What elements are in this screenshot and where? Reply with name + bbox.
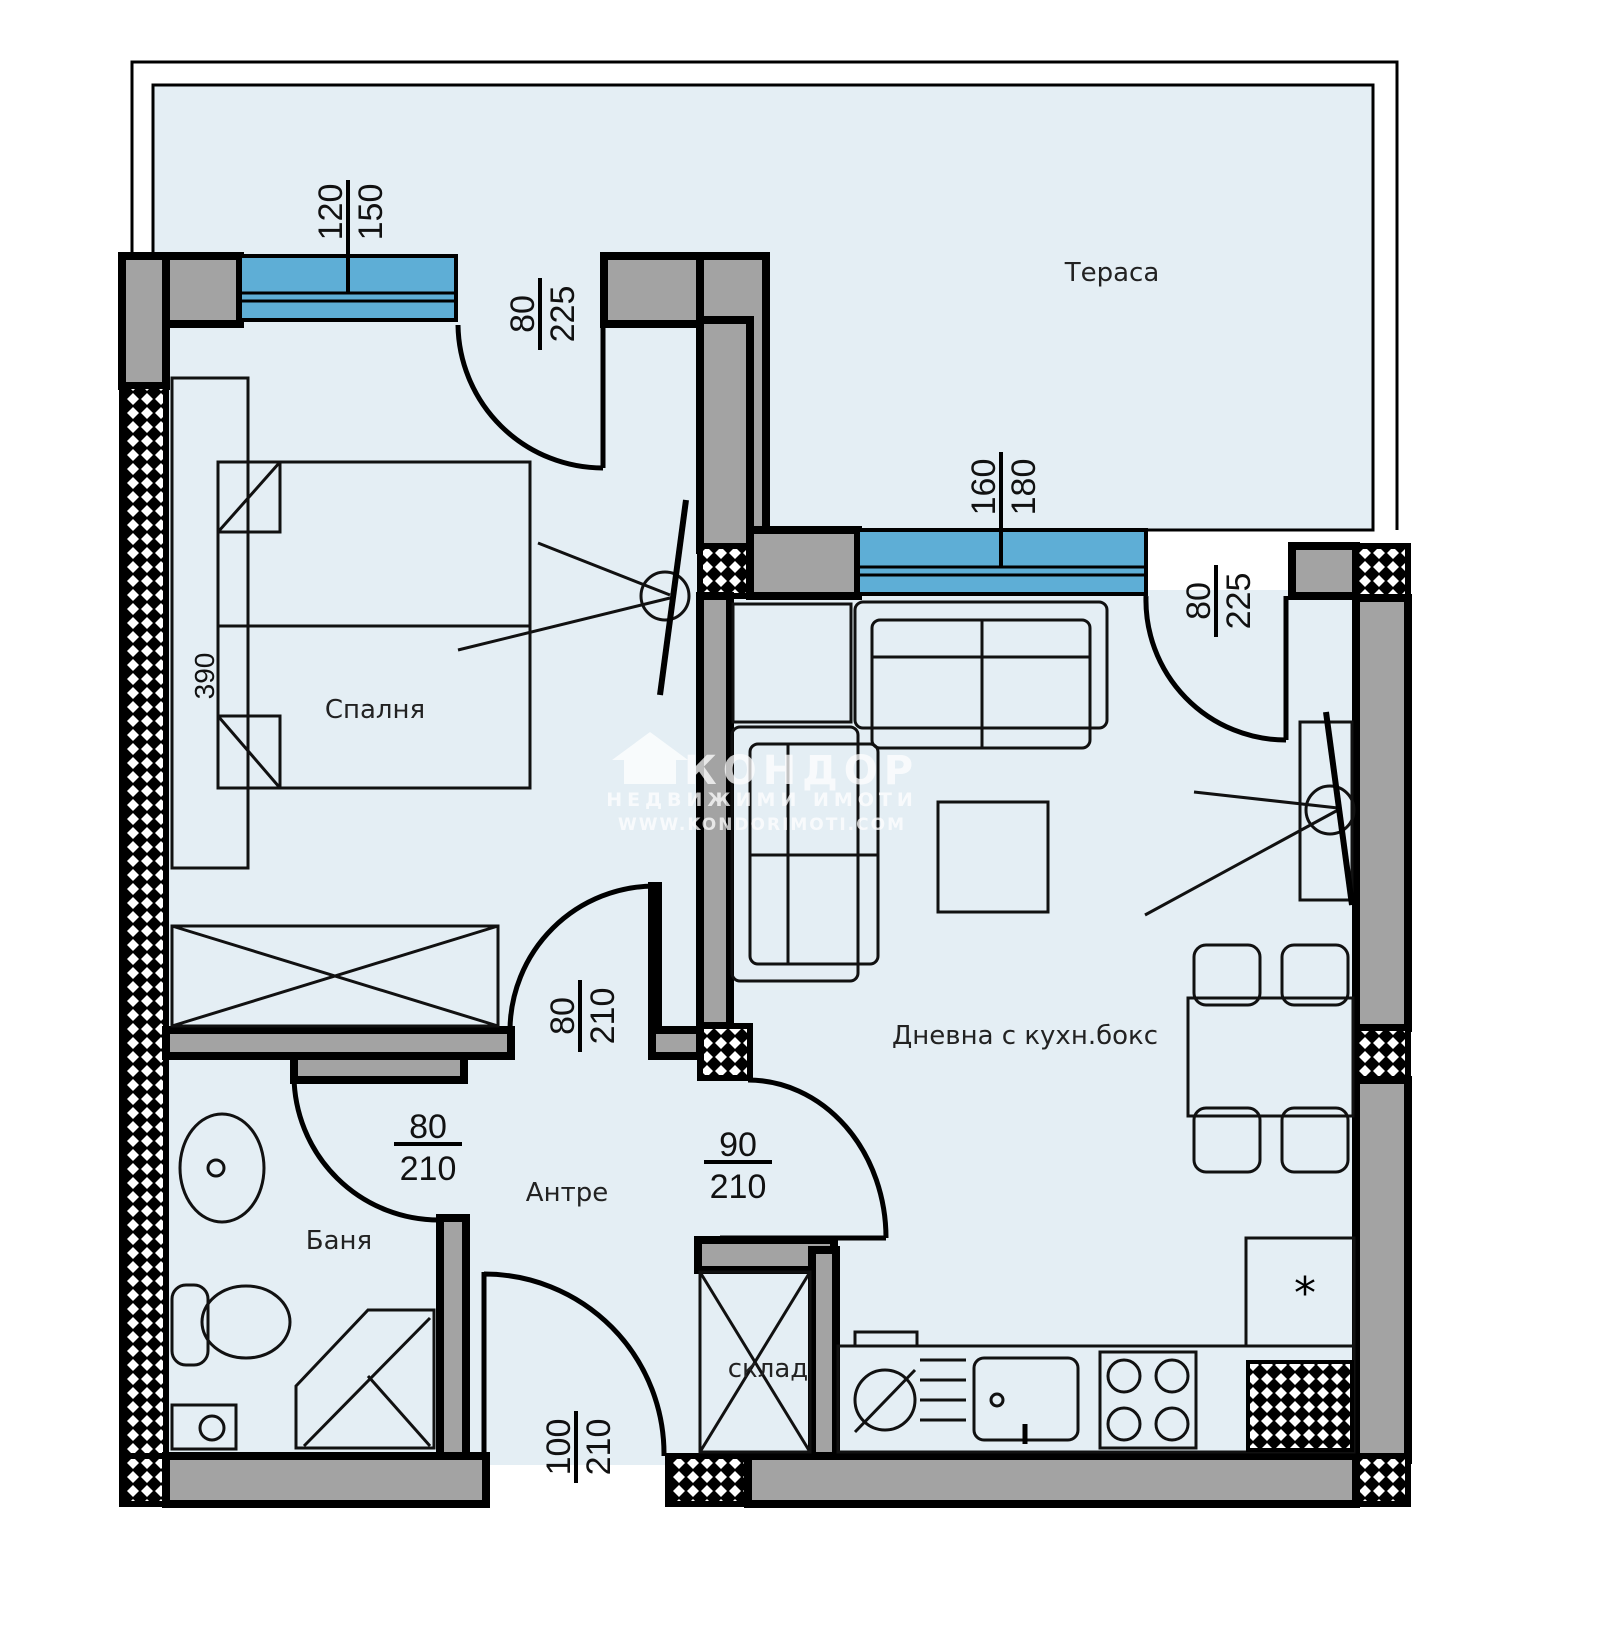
dim-entrance-door: 100 210 (540, 1411, 618, 1483)
svg-text:120: 120 (312, 184, 350, 241)
svg-text:390: 390 (189, 653, 220, 700)
svg-text:80: 80 (409, 1108, 447, 1146)
svg-text:150: 150 (352, 184, 390, 241)
living-furniture: * (698, 600, 1356, 1454)
dim-living-terrace-door: 80 225 (1180, 565, 1258, 637)
svg-text:80: 80 (544, 997, 582, 1035)
svg-text:210: 210 (400, 1150, 457, 1188)
svg-text:КОНДОР: КОНДОР (684, 748, 919, 794)
living-window (856, 452, 1148, 596)
house-logo-icon (612, 732, 688, 784)
floor (160, 315, 1365, 1465)
svg-text:НЕДВИЖИМИ ИМОТИ: НЕДВИЖИМИ ИМОТИ (606, 789, 918, 811)
svg-text:90: 90 (719, 1126, 757, 1164)
dim-living-window: 160 180 (965, 459, 1043, 516)
dim-bedroom-door: 80 210 (544, 980, 622, 1052)
svg-text:180: 180 (1005, 459, 1043, 516)
watermark-logo: КОНДОР НЕДВИЖИМИ ИМОТИ WWW.KONDORIMOTI.C… (606, 732, 919, 835)
svg-text:210: 210 (710, 1168, 767, 1206)
room-label-living: Дневна с кухн.бокс (892, 1021, 1158, 1051)
room-label-terrace: Тераса (1064, 258, 1160, 288)
svg-text:100: 100 (540, 1419, 578, 1476)
walls (118, 252, 1412, 1508)
doors (291, 324, 1289, 1457)
bedroom-window (238, 180, 458, 322)
svg-text:160: 160 (965, 459, 1003, 516)
svg-text:WWW.KONDORIMOTI.COM: WWW.KONDORIMOTI.COM (618, 815, 906, 835)
bathroom-fixtures (170, 1112, 436, 1451)
svg-text:210: 210 (584, 988, 622, 1045)
svg-text:225: 225 (544, 286, 582, 343)
bedroom-furniture (170, 376, 691, 1028)
dim-living-door: 90 210 (704, 1126, 772, 1206)
room-label-storage: склад (728, 1354, 809, 1384)
svg-text:210: 210 (580, 1419, 618, 1476)
dim-bedroom-window: 120 150 (312, 184, 390, 241)
svg-text:80: 80 (1180, 582, 1218, 620)
dim-bathroom-door: 80 210 (394, 1108, 462, 1188)
fridge-snowflake-icon: * (1294, 1268, 1316, 1319)
room-label-bathroom: Баня (306, 1226, 372, 1256)
room-label-bedroom: Спалня (325, 695, 425, 725)
dim-bedroom-terrace-door: 80 225 (504, 278, 582, 350)
dim-bedroom-wall: 390 (189, 653, 220, 700)
room-label-hall: Антре (526, 1178, 608, 1208)
svg-text:225: 225 (1220, 573, 1258, 630)
svg-text:80: 80 (504, 295, 542, 333)
